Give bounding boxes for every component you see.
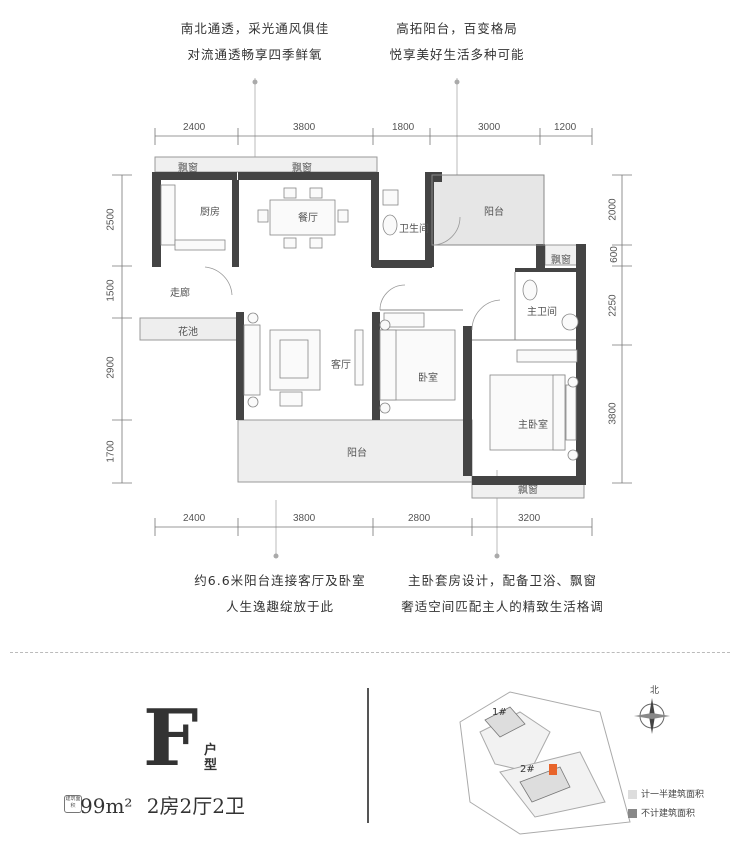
callout-bottom-right: 主卧套房设计，配备卫浴、飘窗 奢适空间匹配主人的精致生活格调 [390, 568, 615, 620]
dim-left-3: 2900 [105, 356, 117, 379]
dim-right-3: 2250 [607, 294, 619, 317]
room-bay-window: 飘窗 [292, 163, 312, 174]
dim-bottom-2: 3800 [293, 513, 316, 524]
room-balcony-top: 阳台 [484, 207, 504, 218]
legend-half: 计一半建筑面积 [628, 787, 704, 800]
callout-top-right: 高拓阳台，百变格局 悦享美好生活多种可能 [372, 16, 542, 68]
room-balcony-bottom: 阳台 [347, 448, 367, 459]
legend-swatch-none [628, 809, 637, 818]
room-bedroom: 卧室 [418, 373, 438, 384]
callout-text: 奢适空间匹配主人的精致生活格调 [401, 599, 604, 614]
building-2-label: 2# [520, 764, 535, 775]
callout-text: 高拓阳台，百变格局 [396, 21, 518, 36]
callout-top-left: 南北通透，采光通风俱佳 对流通透畅享四季鲜氧 [170, 16, 340, 68]
compass-icon [634, 698, 670, 734]
unit-type-label: 户型 [204, 743, 218, 773]
unit-letter: F [143, 693, 199, 784]
dim-bottom-3: 2800 [408, 513, 431, 524]
section-divider [10, 652, 730, 653]
callout-text: 南北通透，采光通风俱佳 [180, 21, 330, 36]
room-dining: 餐厅 [298, 213, 318, 224]
dim-right-4: 3800 [607, 402, 619, 425]
room-corridor: 走廊 [170, 288, 190, 299]
building-1-label: 1# [492, 707, 507, 718]
site-plan [459, 691, 631, 835]
vertical-divider [367, 688, 369, 823]
callout-text: 悦享美好生活多种可能 [389, 47, 525, 62]
dim-bottom-4: 3200 [518, 513, 541, 524]
callout-text: 约6.6米阳台连接客厅及卧室 [194, 573, 366, 588]
dim-left-1: 2500 [105, 208, 117, 231]
dim-left-2: 1500 [105, 279, 117, 302]
unit-layout: 2房2厅2卫 [146, 794, 245, 818]
room-bay-window: 飘窗 [551, 255, 571, 266]
callout-bottom-left: 约6.6米阳台连接客厅及卧室 人生逸趣绽放于此 [180, 568, 380, 620]
room-master-bath: 主卫间 [527, 307, 557, 318]
highlight-building [549, 764, 557, 775]
north-label: 北 [650, 686, 660, 696]
dim-right-2: 600 [608, 246, 620, 263]
room-bay-window: 飘窗 [518, 485, 538, 496]
dim-left-4: 1700 [105, 440, 117, 463]
room-master-bedroom: 主卧室 [518, 420, 548, 431]
legend-half-text: 计一半建筑面积 [641, 790, 705, 800]
callout-text: 主卧套房设计，配备卫浴、飘窗 [407, 573, 597, 588]
room-living: 客厅 [331, 360, 351, 371]
floor-plan [112, 78, 632, 559]
dim-top-4: 3000 [478, 122, 501, 133]
callout-text: 人生逸趣绽放于此 [225, 599, 334, 614]
dim-top-5: 1200 [554, 122, 577, 133]
legend-none: 不计建筑面积 [628, 806, 695, 819]
room-bay-window: 飘窗 [178, 163, 198, 174]
unit-area-line: 99m² 2房2厅2卫 [80, 790, 245, 819]
unit-area: 99m² [80, 794, 133, 818]
room-bathroom: 卫生间 [399, 224, 429, 235]
dim-top-2: 3800 [293, 122, 316, 133]
dim-top-1: 2400 [183, 122, 206, 133]
legend-swatch-half [628, 790, 637, 799]
callout-text: 对流通透畅享四季鲜氧 [187, 47, 323, 62]
dim-right-1: 2000 [607, 198, 619, 221]
dim-top-3: 1800 [392, 122, 415, 133]
dim-bottom-1: 2400 [183, 513, 206, 524]
legend-none-text: 不计建筑面积 [641, 809, 696, 819]
area-badge: 建筑面积 [64, 795, 82, 813]
room-flower-bed: 花池 [178, 327, 198, 338]
room-kitchen: 厨房 [200, 207, 220, 218]
